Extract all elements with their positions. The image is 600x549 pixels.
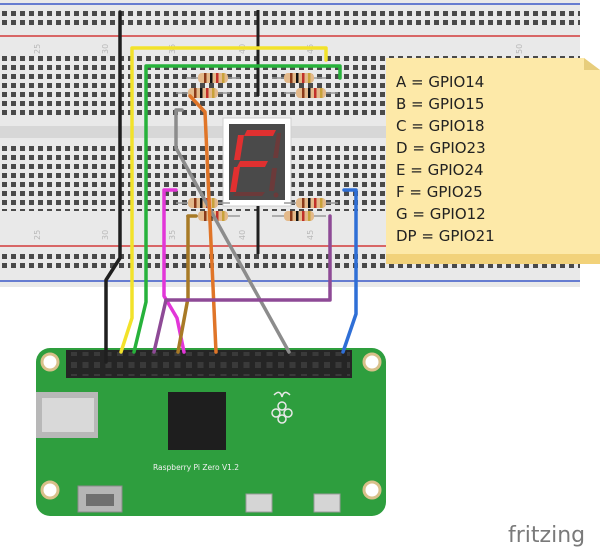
- note-corner-fold: [584, 58, 600, 70]
- mounting-hole-tr: [362, 352, 382, 372]
- note-line-f: F = GPIO25: [396, 183, 483, 201]
- column-label-bottom-40: 40: [238, 230, 247, 240]
- wire-black: [104, 10, 122, 364]
- column-label-top-25: 25: [33, 44, 42, 54]
- gpio-mapping-note: A = GPIO14 B = GPIO15 C = GPIO18 D = GPI…: [386, 58, 600, 264]
- column-label-bottom-25: 25: [33, 230, 42, 240]
- column-label-bottom-30: 30: [101, 230, 110, 240]
- wire-gray: [174, 108, 291, 354]
- gpio-pins: [70, 352, 350, 376]
- top-power-rail-holes: [0, 8, 580, 28]
- note-line-g: G = GPIO12: [396, 205, 486, 223]
- segment-c: [269, 168, 277, 191]
- sd-card-slot-inner: [42, 398, 94, 432]
- note-line-dp: DP = GPIO21: [396, 227, 495, 245]
- segment-b: [273, 133, 281, 158]
- segment-e: [230, 167, 240, 192]
- mounting-hole-br: [362, 480, 382, 500]
- micro-usb-port-2: [313, 493, 341, 513]
- note-bottom-edge: [386, 254, 600, 264]
- resistor-7: [284, 198, 338, 208]
- wire-blue: [341, 188, 358, 354]
- wire-orange: [188, 94, 218, 354]
- micro-usb-port-1: [245, 493, 273, 513]
- note-line-a: A = GPIO14: [396, 73, 484, 91]
- raspberry-logo-icon: [271, 391, 293, 424]
- wire-brown: [176, 214, 198, 354]
- wire-magenta: [162, 188, 186, 354]
- resistor-3: [272, 73, 326, 83]
- mounting-hole-tl: [40, 352, 60, 372]
- segment-a: [244, 130, 276, 136]
- note-line-b: B = GPIO15: [396, 95, 484, 113]
- wire-purple: [152, 214, 332, 354]
- resistor-1: [186, 73, 240, 83]
- note-line-c: C = GPIO18: [396, 117, 485, 135]
- wires: [104, 10, 358, 364]
- wire-yellow: [119, 46, 328, 354]
- fritzing-brand: fritzing: [508, 523, 585, 548]
- note-line-e: E = GPIO24: [396, 161, 484, 179]
- seven-segment-display: [222, 117, 292, 207]
- note-paper: [386, 58, 600, 264]
- segment-d: [233, 192, 265, 196]
- resistor-8: [272, 211, 326, 221]
- column-label-bottom-45: 45: [306, 230, 315, 240]
- segment-g: [237, 161, 268, 167]
- raspberry-pi-zero-board: Raspberry Pi Zero V1.2: [36, 348, 386, 516]
- soc-chip: [168, 392, 226, 450]
- mounting-hole-bl: [40, 480, 60, 500]
- segment-f: [234, 135, 244, 160]
- segment-dp: [273, 192, 279, 198]
- display-segments: [230, 130, 281, 198]
- column-label-top-50: 50: [515, 44, 524, 54]
- wire-green: [132, 64, 342, 354]
- column-label-bottom-35: 35: [168, 230, 177, 240]
- board-label: Raspberry Pi Zero V1.2: [153, 463, 239, 472]
- mini-hdmi-port-inner: [86, 494, 114, 506]
- resistor-4: [284, 88, 338, 98]
- resistor-2: [176, 88, 230, 98]
- note-line-d: D = GPIO23: [396, 139, 486, 157]
- column-label-top-30: 30: [101, 44, 110, 54]
